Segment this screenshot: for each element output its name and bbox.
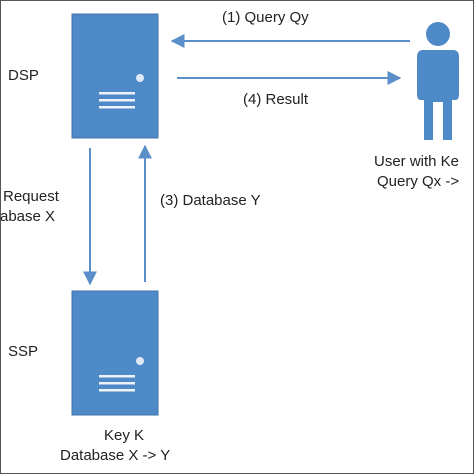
user-caption-line2: Query Qx -> <box>377 173 460 190</box>
user-caption-line1: User with Ke <box>374 153 460 170</box>
ssp-server-icon <box>71 290 159 416</box>
ssp-label: SSP <box>8 343 39 360</box>
request-label-line1: Request <box>3 188 59 205</box>
request-label-line2: abase X <box>0 208 56 225</box>
database-label: (3) Database Y <box>160 192 261 209</box>
dsp-label: DSP <box>8 67 39 84</box>
ssp-caption-line2: Database X -> Y <box>60 447 171 464</box>
result-label: (4) Result <box>243 91 309 108</box>
user-icon <box>417 22 459 140</box>
query-label: (1) Query Qy <box>222 9 309 26</box>
dsp-server-icon <box>71 13 159 139</box>
ssp-caption-line1: Key K <box>104 427 145 444</box>
